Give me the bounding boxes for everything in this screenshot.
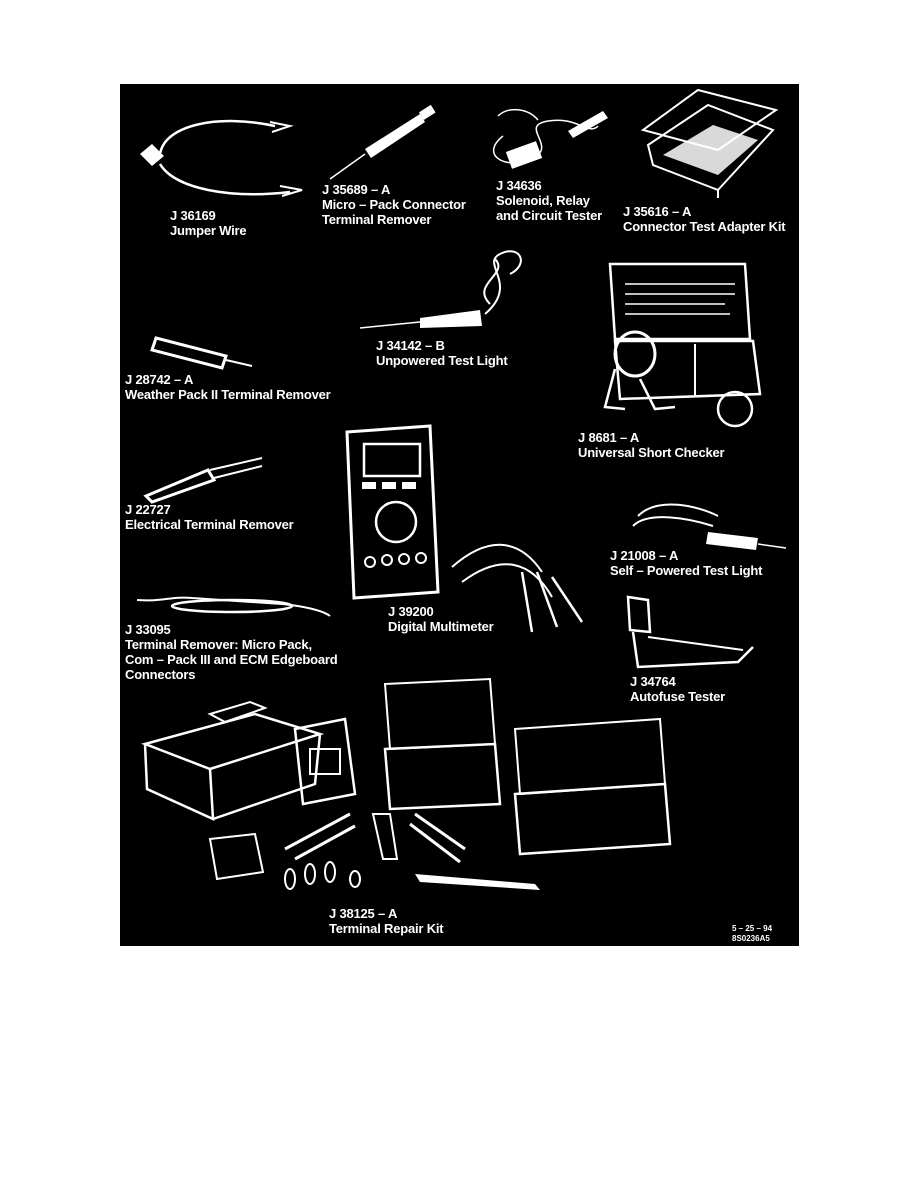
multimeter-label: J 39200 Digital Multimeter xyxy=(388,604,494,634)
multimeter-part: J 39200 xyxy=(388,604,434,619)
relay-tester-name1: Solenoid, Relay xyxy=(496,193,590,208)
relay-tester-illustration xyxy=(478,96,608,169)
jumper-wire-label: J 36169 Jumper Wire xyxy=(170,208,247,238)
short-checker-label: J 8681 – A Universal Short Checker xyxy=(578,430,725,460)
powered-test-light-name: Self – Powered Test Light xyxy=(610,563,763,578)
jumper-wire-illustration xyxy=(140,104,300,204)
electrical-remover-name: Electrical Terminal Remover xyxy=(125,517,294,532)
micro-pack-remover-name2: Terminal Remover xyxy=(322,212,432,227)
micro-pack-remover-part: J 35689 – A xyxy=(322,182,391,197)
multimeter-name: Digital Multimeter xyxy=(388,619,494,634)
powered-test-light-label: J 21008 – A Self – Powered Test Light xyxy=(610,548,762,578)
edgeboard-remover-name2: Com – Pack III and ECM Edgeboard xyxy=(125,652,338,667)
figure-date: 5 – 25 – 94 xyxy=(732,924,773,933)
test-adapter-kit-name: Connector Test Adapter Kit xyxy=(623,219,786,234)
weather-pack-remover-illustration xyxy=(148,330,258,370)
weather-pack-remover-name: Weather Pack II Terminal Remover xyxy=(125,387,331,402)
autofuse-tester-part: J 34764 xyxy=(630,674,676,689)
repair-kit-part: J 38125 – A xyxy=(329,906,398,921)
unpowered-test-light-part: J 34142 – B xyxy=(376,338,445,353)
figure-code: 8S0236A5 xyxy=(732,934,770,943)
jumper-wire-part: J 36169 xyxy=(170,208,216,223)
electrical-remover-illustration xyxy=(138,452,268,502)
edgeboard-remover-name1: Terminal Remover: Micro Pack, xyxy=(125,637,312,652)
autofuse-tester-name: Autofuse Tester xyxy=(630,689,725,704)
electrical-remover-label: J 22727 Electrical Terminal Remover xyxy=(125,502,294,532)
repair-kit-name: Terminal Repair Kit xyxy=(329,921,444,936)
edgeboard-remover-label: J 33095 Terminal Remover: Micro Pack, Co… xyxy=(125,622,338,682)
autofuse-tester-illustration xyxy=(618,592,758,682)
short-checker-part: J 8681 – A xyxy=(578,430,640,445)
powered-test-light-part: J 21008 – A xyxy=(610,548,679,563)
micro-pack-remover-label: J 35689 – A Micro – Pack Connector Termi… xyxy=(322,182,466,227)
powered-test-light-illustration xyxy=(628,496,788,550)
short-checker-illustration xyxy=(595,259,775,429)
relay-tester-part: J 34636 xyxy=(496,178,542,193)
electrical-remover-part: J 22727 xyxy=(125,502,171,517)
test-adapter-kit-part: J 35616 – A xyxy=(623,204,692,219)
test-adapter-kit-illustration xyxy=(638,90,778,200)
test-adapter-kit-label: J 35616 – A Connector Test Adapter Kit xyxy=(623,204,786,234)
edgeboard-remover-part: J 33095 xyxy=(125,622,171,637)
repair-kit-illustration xyxy=(135,674,675,890)
figure-stamp: 5 – 25 – 94 8S0236A5 xyxy=(732,924,772,944)
unpowered-test-light-name: Unpowered Test Light xyxy=(376,353,508,368)
weather-pack-remover-part: J 28742 – A xyxy=(125,372,194,387)
unpowered-test-light-label: J 34142 – B Unpowered Test Light xyxy=(376,338,508,368)
multimeter-illustration xyxy=(342,422,602,642)
repair-kit-label: J 38125 – A Terminal Repair Kit xyxy=(329,906,444,936)
jumper-wire-name: Jumper Wire xyxy=(170,223,247,238)
illustration-panel: J 36169 Jumper Wire J 35689 – A Micro – … xyxy=(120,84,799,946)
short-checker-name: Universal Short Checker xyxy=(578,445,725,460)
unpowered-test-light-illustration xyxy=(360,244,530,334)
autofuse-tester-label: J 34764 Autofuse Tester xyxy=(630,674,725,704)
relay-tester-name2: and Circuit Tester xyxy=(496,208,602,223)
micro-pack-remover-name1: Micro – Pack Connector xyxy=(322,197,466,212)
weather-pack-remover-label: J 28742 – A Weather Pack II Terminal Rem… xyxy=(125,372,331,402)
edgeboard-remover-name3: Connectors xyxy=(125,667,196,682)
relay-tester-label: J 34636 Solenoid, Relay and Circuit Test… xyxy=(496,178,602,223)
micro-pack-remover-illustration xyxy=(325,104,436,184)
edgeboard-remover-illustration xyxy=(132,592,332,622)
